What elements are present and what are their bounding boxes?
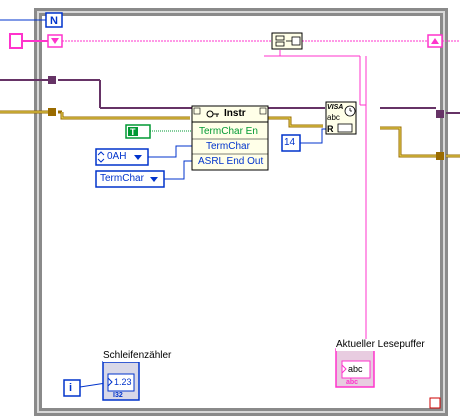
key-icon [206, 110, 219, 118]
termchar-constant-value: 0AH [107, 151, 127, 162]
byte-count-value: 14 [284, 137, 296, 148]
stop-terminal[interactable] [429, 397, 441, 409]
termchar-constant[interactable] [95, 148, 149, 166]
increment-decrement-icon [97, 151, 105, 163]
boolean-constant[interactable] [125, 124, 151, 139]
count-terminal[interactable]: N [45, 12, 63, 28]
error-wire-top[interactable] [22, 40, 460, 340]
iteration-wire[interactable] [79, 382, 107, 388]
iteration-terminal[interactable] [63, 379, 81, 397]
property-asrl-end-out[interactable]: ASRL End Out [198, 156, 264, 167]
termchar-wire[interactable] [148, 145, 192, 158]
loop-counter-type: 1.23 [114, 377, 132, 387]
loop-counter-rep: I32 [113, 392, 123, 399]
error-tunnel-left[interactable] [48, 108, 56, 116]
dropdown-arrow-icon [150, 177, 158, 182]
property-termchar-en[interactable]: TermChar En [199, 126, 258, 137]
string-control-terminal[interactable] [9, 33, 23, 49]
ring-wire[interactable] [164, 160, 192, 180]
doc-icon [193, 107, 201, 115]
while-loop-frame[interactable] [34, 8, 448, 416]
doc-icon-out [259, 107, 267, 115]
dropdown-arrow-icon [134, 155, 142, 160]
visa-mode: R [327, 124, 334, 134]
string-function-node[interactable] [271, 32, 303, 50]
visa-header: VISA [327, 104, 344, 111]
refnum-tunnel-left[interactable] [48, 76, 56, 84]
buffer-icon [337, 123, 353, 133]
read-buffer-indicator[interactable] [335, 348, 375, 388]
property-node-reference: Instr [224, 108, 246, 119]
shift-register-left[interactable] [47, 34, 63, 48]
svg-text:N: N [50, 15, 58, 27]
visa-refnum-wire[interactable] [0, 79, 460, 114]
boolean-constant-value: T [130, 127, 136, 137]
shift-register-right[interactable] [427, 34, 443, 48]
buffer-label: Aktueller Lesepuffer [336, 339, 425, 351]
refnum-tunnel-right[interactable] [436, 110, 444, 118]
buffer-rep: abc [346, 379, 359, 386]
loop-counter-indicator[interactable] [102, 361, 140, 401]
property-termchar[interactable]: TermChar [206, 141, 250, 152]
property-node[interactable] [191, 105, 269, 171]
ring-constant-value: TermChar [100, 173, 144, 184]
clock-icon [344, 105, 356, 117]
byte-count-constant[interactable] [281, 134, 301, 152]
iteration-terminal-label: i [69, 382, 73, 394]
error-cluster-wire[interactable] [0, 110, 460, 158]
visa-read-node[interactable] [325, 101, 357, 135]
buffer-type: abc [348, 364, 363, 374]
termchar-ring-constant[interactable] [95, 170, 165, 188]
byte-count-wire[interactable] [300, 128, 326, 144]
loop-counter-label: Schleifenzähler [103, 350, 172, 362]
visa-sub: abc [327, 113, 340, 122]
error-tunnel-right[interactable] [436, 152, 444, 160]
